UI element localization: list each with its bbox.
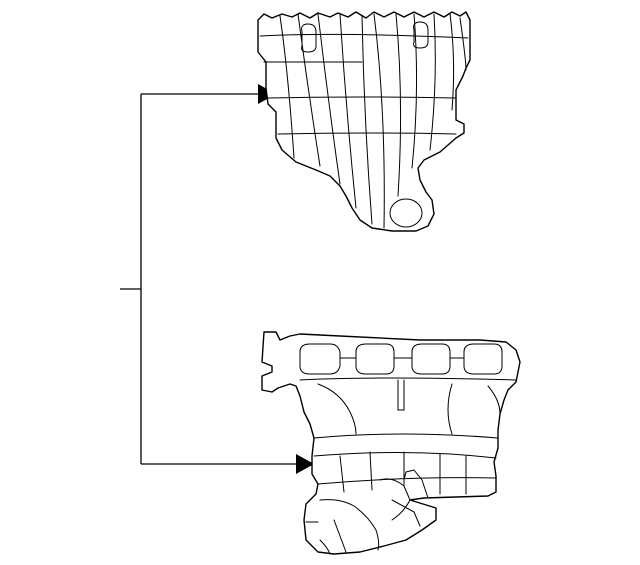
manifold-ports bbox=[299, 343, 503, 375]
slot-left bbox=[301, 23, 317, 53]
port-1 bbox=[299, 343, 341, 375]
heat-shield-slots bbox=[301, 21, 429, 228]
slot-right bbox=[413, 21, 429, 49]
arrow-to-exhaust-manifold bbox=[296, 454, 314, 474]
outlet-opening bbox=[389, 198, 423, 228]
heat-shield-ribs bbox=[259, 13, 469, 229]
manifold-runners bbox=[299, 377, 517, 485]
exhaust-manifold-part bbox=[261, 331, 521, 555]
heat-shield-part bbox=[257, 11, 471, 232]
port-2 bbox=[355, 343, 395, 375]
manifold-flange-outline bbox=[261, 331, 521, 555]
port-3 bbox=[411, 343, 451, 375]
port-4 bbox=[463, 343, 503, 375]
manifold-collector bbox=[305, 451, 467, 555]
heat-shield-outline bbox=[257, 11, 471, 232]
